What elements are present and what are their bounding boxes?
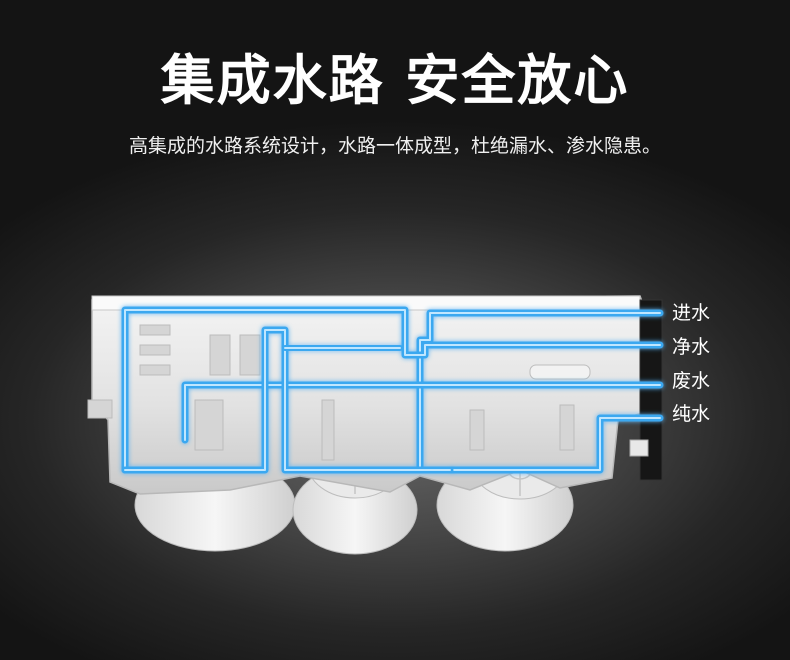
waterway-body xyxy=(87,295,663,495)
label-pure: 净水 xyxy=(672,336,711,358)
headline: 集成水路 安全放心 xyxy=(160,49,630,112)
label-inlet: 进水 xyxy=(672,302,711,324)
label-purified: 纯水 xyxy=(672,403,711,425)
label-waste: 废水 xyxy=(672,370,711,392)
subtitle: 高集成的水路系统设计，水路一体成型，杜绝漏水、渗水隐患。 xyxy=(128,135,661,157)
water-pipes xyxy=(121,306,664,474)
